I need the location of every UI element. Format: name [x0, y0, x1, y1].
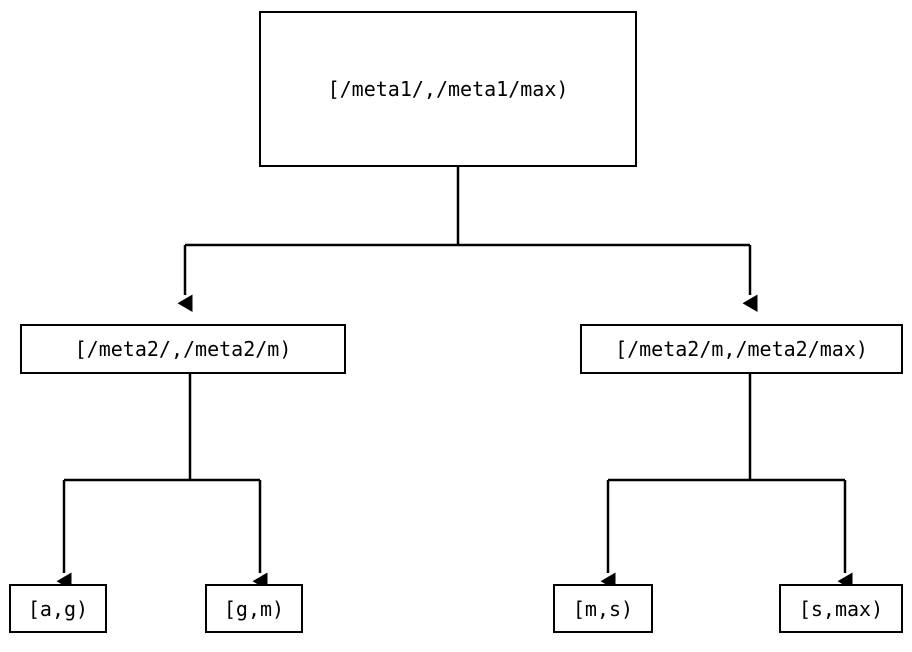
- node-leaf-g-m[interactable]: [g,m): [205, 584, 303, 633]
- node-leaf-s-max[interactable]: [s,max): [779, 584, 903, 633]
- node-leaf-a-g[interactable]: [a,g): [9, 584, 107, 633]
- node-level2-left-label: [/meta2/,/meta2/m): [74, 337, 292, 361]
- node-level2-right[interactable]: [/meta2/m,/meta2/max): [580, 324, 903, 374]
- edge-root-to-level2: [177, 167, 758, 312]
- edge-right-branch-to-leaves: [600, 374, 853, 590]
- node-leaf-m-s[interactable]: [m,s): [553, 584, 653, 633]
- node-leaf-a-g-label: [a,g): [27, 596, 89, 621]
- node-root-label: [/meta1/,/meta1/max): [327, 77, 569, 101]
- node-leaf-m-s-label: [m,s): [572, 596, 634, 621]
- node-root[interactable]: [/meta1/,/meta1/max): [259, 11, 637, 167]
- node-level2-right-label: [/meta2/m,/meta2/max): [615, 337, 868, 361]
- edge-left-branch-to-leaves: [56, 374, 268, 590]
- node-level2-left[interactable]: [/meta2/,/meta2/m): [20, 324, 346, 374]
- node-leaf-s-max-label: [s,max): [798, 596, 884, 621]
- node-leaf-g-m-label: [g,m): [223, 596, 285, 621]
